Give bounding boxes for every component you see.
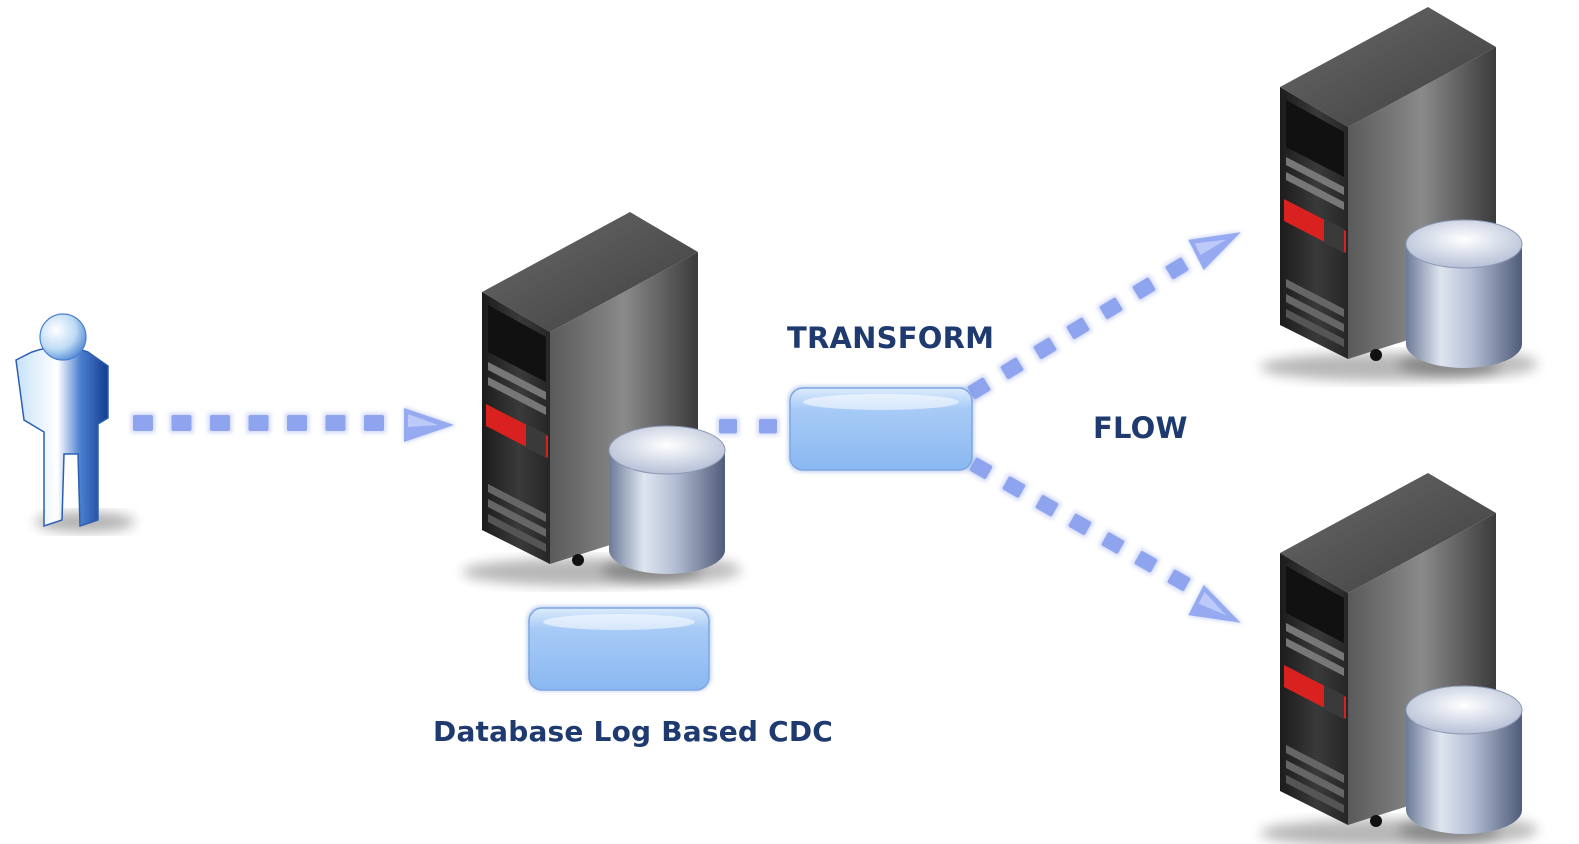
flow-dash <box>719 419 737 434</box>
source-database-icon <box>601 426 741 584</box>
flow-dash <box>1002 476 1026 498</box>
flow-dash <box>1066 317 1090 340</box>
flow-dash <box>1068 513 1092 535</box>
flow-dash <box>1132 277 1156 300</box>
transform-process-box <box>788 386 974 472</box>
flow-dash <box>1099 297 1123 320</box>
flow-dash <box>364 415 384 431</box>
flow-dash <box>1167 569 1191 591</box>
arrow-head-icon <box>1188 215 1251 271</box>
flow-dash <box>1035 495 1059 517</box>
cdc-process-box <box>527 606 711 691</box>
flow-dash <box>133 415 153 431</box>
data-flow-source-to-transform <box>717 417 779 436</box>
data-flow-arrow-to-source <box>131 413 386 433</box>
arrow-head-icon <box>1188 584 1251 640</box>
flow-dash <box>1165 257 1189 280</box>
flow-dash <box>248 415 269 431</box>
flow-dash <box>210 415 230 431</box>
flow-dash <box>969 457 993 479</box>
flow-dash <box>171 415 192 431</box>
flow-dash <box>1000 357 1024 380</box>
cdc-label: Database Log Based CDC <box>433 715 834 748</box>
flow-dash <box>1101 532 1125 554</box>
flow-dash <box>1134 551 1158 573</box>
data-flow-transform-to-target-top <box>964 254 1192 403</box>
flow-dash <box>967 377 991 400</box>
flow-dash <box>325 415 346 431</box>
arrow-head-icon <box>404 407 456 443</box>
user-icon <box>15 313 135 532</box>
target-database-top-icon <box>1398 220 1538 378</box>
target-database-bottom-icon <box>1398 686 1538 844</box>
flow-dash <box>287 415 307 431</box>
data-flow-transform-to-target-bottom <box>966 454 1194 595</box>
transform-label: TRANSFORM <box>787 321 995 355</box>
flow-dash <box>1033 337 1057 360</box>
flow-dash <box>759 419 777 434</box>
flow-label: FLOW <box>1093 411 1188 445</box>
